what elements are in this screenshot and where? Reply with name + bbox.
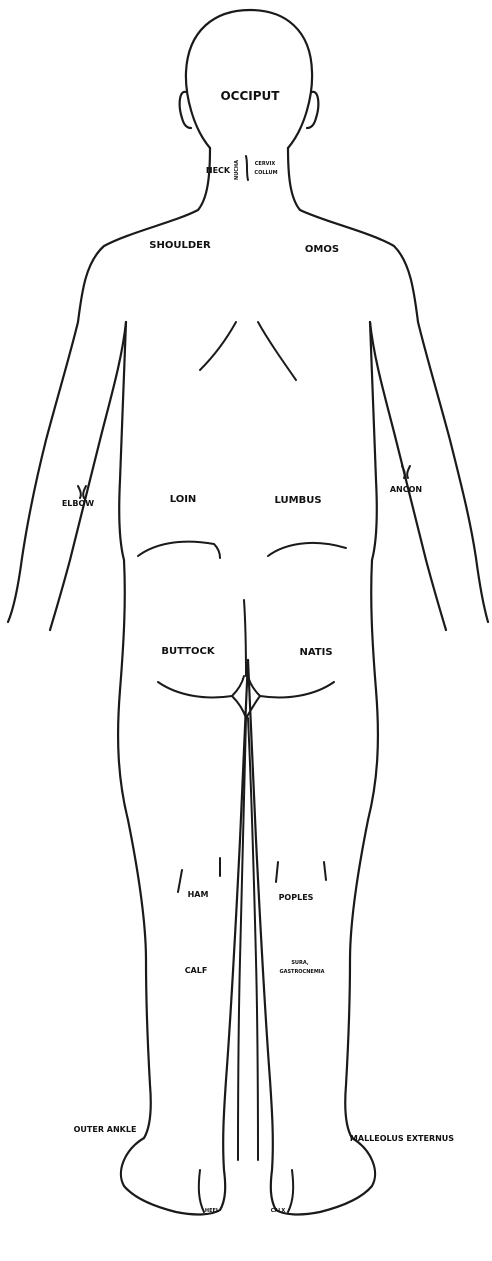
label-heel: HEEL [205,1208,220,1214]
left-elbow-mark [78,486,86,498]
label-poples: POPLES [279,893,314,902]
label-outer-ankle: OUTER ANKLE [74,1125,137,1134]
label-buttock: BUTTOCK [161,646,215,657]
gluteal-cleft [244,600,246,676]
left-scapula-mark [200,322,236,370]
label-calf: CALF [185,966,208,975]
label-loin: LOIN [170,494,197,505]
label-ancon: ANCON [390,485,422,494]
label-elbow: ELBOW [62,499,94,508]
left-ham-mark-a [178,870,182,892]
label-ham: HAM [188,890,209,899]
body-left-outline [8,148,248,1214]
label-lumbus: LUMBUS [274,495,321,506]
label-occiput: OCCIPUT [220,89,280,103]
label-cervix: CERVIX [255,161,276,167]
right-ear [307,92,318,128]
label-collum: COLLUM [254,170,277,176]
left-ear [180,92,191,128]
neck-divider [246,156,248,180]
left-buttock-fold [158,676,244,697]
label-natis: NATIS [299,647,332,658]
label-malleolus-externus: MALLEOLUS EXTERNUS [350,1134,454,1143]
label-gastrocnemia: GASTROCNEMIA [279,969,324,975]
left-heel-line [199,1170,204,1212]
label-calx: CALX [271,1208,286,1214]
label-sura: SURA, [291,960,308,966]
right-ham-mark-b [324,862,326,880]
head-outline [186,10,312,148]
label-shoulder: SHOULDER [149,240,211,251]
label-nucha: NUCHA [234,160,240,180]
right-scapula-mark [258,322,296,380]
label-neck: NECK [206,166,231,175]
left-arm-inner-outline [50,322,126,630]
label-omos: OMOS [305,244,339,255]
right-buttock-fold [248,676,334,697]
right-heel-line [288,1170,293,1212]
right-ham-mark-a [276,862,278,882]
right-lumbar-mark [268,543,346,556]
left-lumbar-mark [138,542,220,558]
body-right-outline [248,148,488,1214]
